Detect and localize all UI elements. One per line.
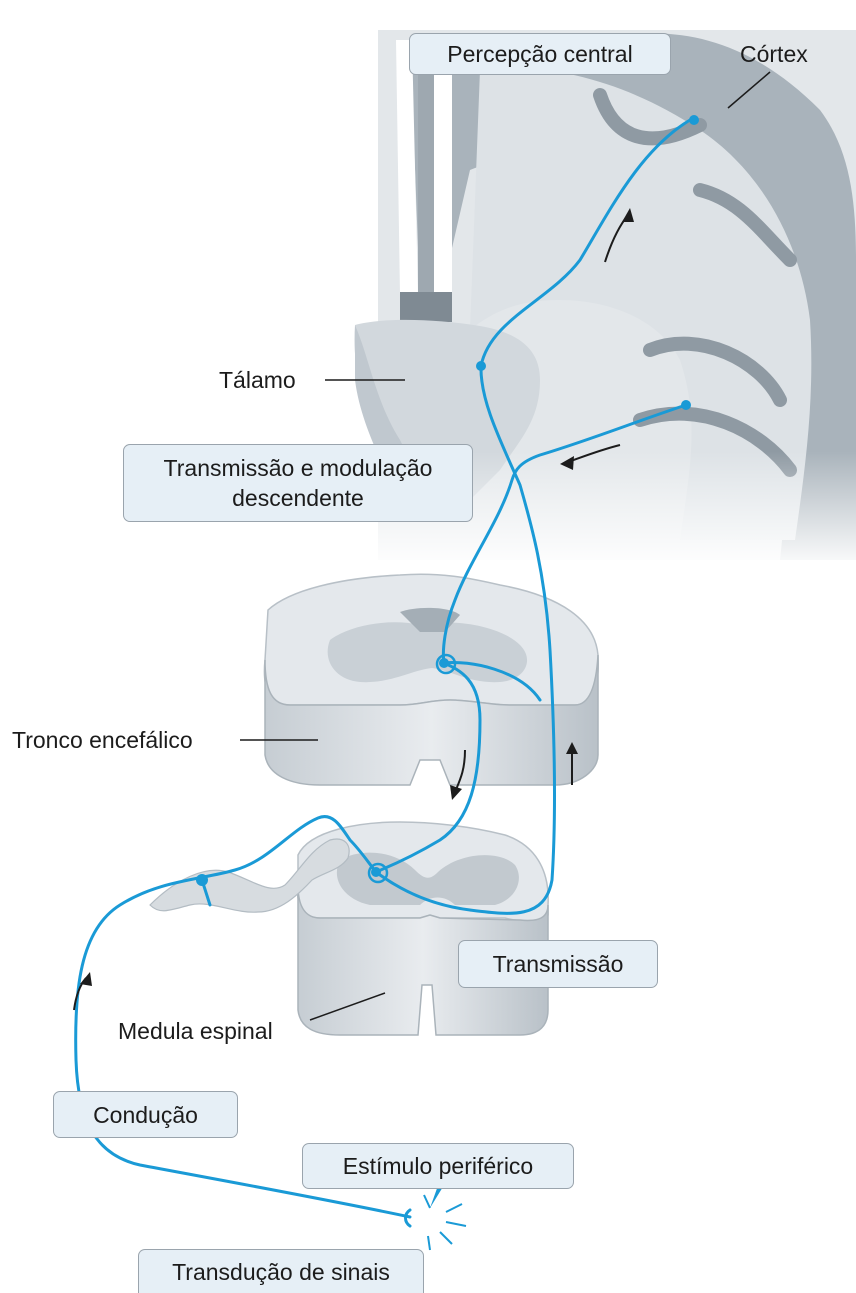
ganglion-cell [196, 874, 208, 886]
brainstem-synapse [439, 658, 449, 668]
spinal-cord-block [150, 822, 548, 1035]
transmission-box: Transmissão [458, 940, 658, 988]
peripheral-stimulus-box: Estímulo periférico [302, 1143, 574, 1189]
brainstem-label: Tronco encefálico [12, 726, 193, 754]
signal-transduction-label: Transdução de sinais [172, 1257, 390, 1287]
cortex-terminal [689, 115, 699, 125]
signal-transduction-box: Transdução de sinais [138, 1249, 424, 1293]
dorsal-horn-synapse [371, 867, 381, 877]
peripheral-stimulus-label: Estímulo periférico [343, 1151, 533, 1181]
brainstem-block [264, 574, 598, 785]
stimulus-rays [424, 1195, 466, 1250]
descending-transmission-line2: descendente [232, 483, 364, 513]
thalamus-synapse [476, 361, 486, 371]
conduction-label: Condução [93, 1100, 198, 1130]
descending-transmission-box: Transmissão e modulação descendente [123, 444, 473, 522]
transmission-label: Transmissão [493, 949, 624, 979]
thalamus-label: Tálamo [219, 366, 296, 394]
central-perception-label: Percepção central [447, 39, 632, 69]
descending-transmission-line1: Transmissão e modulação [164, 453, 433, 483]
conduction-box: Condução [53, 1091, 238, 1138]
spinal-cord-label: Medula espinal [118, 1017, 273, 1045]
descending-origin [681, 400, 691, 410]
cortex-label: Córtex [740, 40, 808, 68]
central-perception-box: Percepção central [409, 33, 671, 75]
arrowhead-down-brainstem [450, 785, 462, 800]
